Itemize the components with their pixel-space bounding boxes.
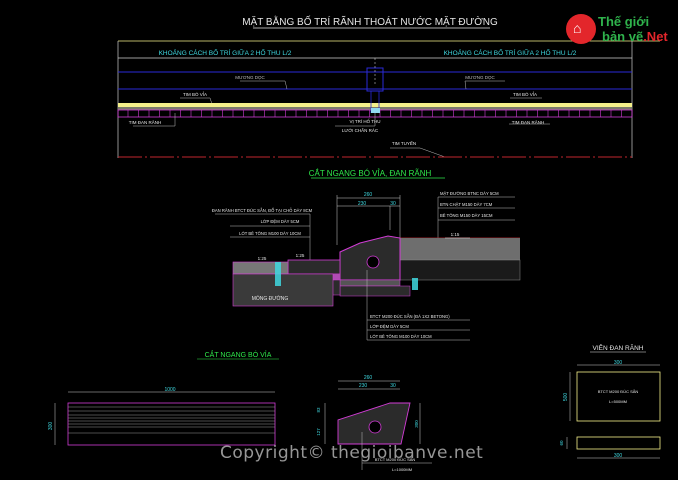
section-curb-title: CẮT NGANG BÓ VỈA (205, 350, 272, 359)
dim-height: 300 (48, 422, 54, 431)
curb-foundation (339, 285, 411, 297)
curb-pad (339, 279, 401, 287)
gutter-slab-plan (576, 371, 661, 422)
gutter-dim-side: 500 (563, 393, 569, 402)
plan-title: MẶT BẰNG BỐ TRÍ RÃNH THOÁT NƯỚC MẶT ĐƯỜN… (242, 14, 498, 28)
label-tim-bo-via-left: TIM BÓ VỈA (183, 91, 207, 97)
left-label-3: LÓT BÊ TÔNG M100 DÀY 10CM (239, 231, 301, 236)
curb-drain-hole (368, 420, 382, 434)
section-main-title: CẮT NGANG BÓ VỈA, ĐAN RÃNH (309, 169, 432, 178)
logo-text-line2a: bản vẽ (602, 29, 644, 44)
watermark: Copyright© thegioibanve.net (220, 443, 484, 463)
curb-dim-right: 300 (414, 420, 419, 428)
site-logo[interactable]: ⌂ Thế giới bản vẽ.Net (566, 12, 674, 48)
gutter-note-1: BTCT M200 ĐÚC SẴN (598, 389, 639, 394)
logo-text-line1: Thế giới (598, 14, 650, 29)
gutter-slab-side (576, 436, 661, 450)
pavement-base (399, 259, 521, 281)
logo-text-net: .Net (643, 29, 668, 44)
plan-view: MẶT BẰNG BỐ TRÍ RÃNH THOÁT NƯỚC MẶT ĐƯỜN… (117, 14, 660, 158)
dim-a: 230 (358, 201, 367, 207)
section-curb: CẮT NGANG BÓ VỈA 1000 300 260 230 30 83 … (48, 350, 432, 472)
gutter-note-2: L=500MM (609, 399, 627, 404)
left-label-1: ĐAN RÃNH BTCT ĐÚC SẴN, ĐỔ TẠI CHỖ DÀY 8C… (212, 208, 313, 213)
curb-dim-left-bottom: 127 (316, 428, 321, 436)
logo-text-line2: bản vẽ.Net (602, 29, 668, 44)
slope-left: 1:25 (258, 256, 267, 261)
leader (284, 80, 288, 90)
label-muong-doc-left: MƯƠNG DỌC (235, 75, 265, 80)
curb-dim-a: 230 (359, 383, 368, 389)
bottom-label-3: LÓT BÊ TÔNG M100 DÀY 10CM (370, 334, 432, 339)
dim-label-left: KHOẢNG CÁCH BỐ TRÍ GIỮA 2 HỐ THU L/2 (159, 47, 292, 57)
right-label-3: BÊ TÔNG M150 DÀY 15CM (440, 213, 493, 218)
slope-right: 1:15 (451, 232, 460, 237)
label-tim-dan-ranh-left: TIM ĐAN RÃNH (129, 119, 162, 125)
logo-circle (566, 14, 596, 44)
curb-note-2: L=1000MM (392, 467, 412, 472)
view-gutter-title: VIÊN ĐAN RÃNH (593, 343, 644, 352)
bottom-label-2: LỚP ĐỆM DÀY 5CM (370, 324, 409, 329)
label-luoi-chan-rac: LƯỚI CHẮN RÁC (342, 126, 379, 133)
catch-basin-grate (371, 108, 380, 113)
dim-length: 1000 (164, 387, 175, 393)
label-vi-tri-ho-thu: VỊ TRÍ HỐ THU (349, 118, 380, 124)
dim-label-right: KHOẢNG CÁCH BỐ TRÍ GIỮA 2 HỐ THU L/2 (444, 47, 577, 57)
dowel-marker (275, 262, 281, 286)
slope-mid: 1:25 (296, 253, 305, 258)
label-muong-doc-right: MƯƠNG DỌC (465, 75, 495, 80)
right-label-2: BTN CHẶT M150 DÀY 7CM (440, 202, 493, 207)
label-mong-duong: MÓNG ĐƯỜNG (252, 295, 289, 302)
curb-note-1: BTCT M200 ĐÚC SẴN (375, 457, 416, 462)
leader (419, 147, 446, 158)
gutter-dim-thin: 60 (559, 440, 564, 446)
leader (464, 80, 467, 90)
curb-band (118, 103, 632, 107)
dim-b: 30 (390, 201, 396, 207)
curb-dim-b: 30 (390, 383, 396, 389)
gutter-dim-top: 300 (614, 360, 623, 366)
pavement-layer (400, 238, 520, 260)
curb-elevation-lines (68, 406, 275, 434)
bottom-label-1: BTCT M200 ĐÚC SẴN (ĐÁ 1X2 BETONG) (370, 314, 450, 319)
left-road-base (232, 273, 334, 307)
gutter-slab (287, 259, 341, 275)
house-icon: ⌂ (573, 20, 582, 36)
dowel-marker-right (412, 278, 418, 290)
gutter-dim-bottom: 300 (614, 453, 623, 459)
label-tim-dan-ranh-right: TIM ĐAN RÃNH (512, 119, 545, 125)
label-tim-bo-via-right: TIM BÓ VỈA (513, 91, 537, 97)
view-gutter: VIÊN ĐAN RÃNH 300 500 BTCT M200 ĐÚC SẴN … (559, 343, 661, 459)
curb-dim-total: 260 (364, 375, 373, 381)
drain-hole (366, 255, 380, 269)
curb-dim-left-top: 83 (316, 407, 321, 413)
dim-total: 260 (364, 192, 373, 198)
section-main: CẮT NGANG BÓ VỈA, ĐAN RÃNH 260 230 30 ĐA… (212, 169, 521, 341)
right-label-1: MẶT ĐƯỜNG BTNC DÀY 5CM (440, 191, 499, 196)
left-label-2: LỚP ĐỆM DÀY 5CM (261, 219, 300, 224)
label-tim-tuyen: TIM TUYẾN (392, 140, 416, 146)
